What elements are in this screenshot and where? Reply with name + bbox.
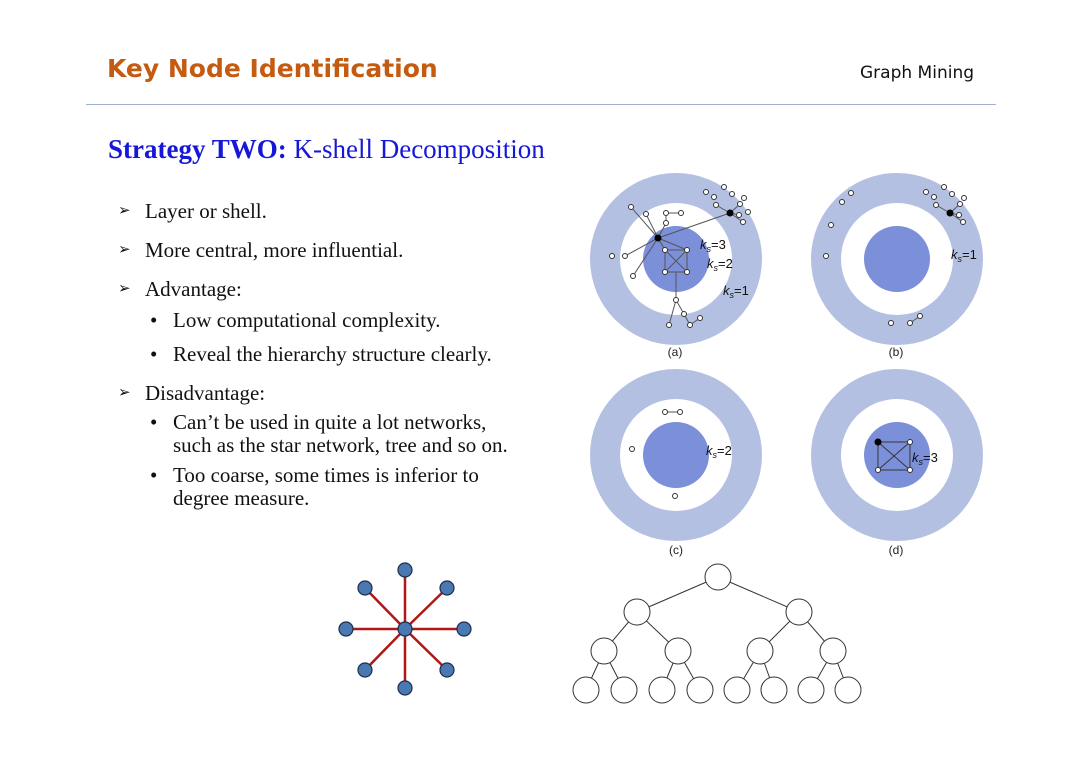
core-shell xyxy=(643,422,709,488)
tree-leaf-node xyxy=(572,676,600,704)
panel-b: ks=1 (b) xyxy=(811,173,983,359)
bullet-text: Layer or shell. xyxy=(145,199,267,223)
tree-leaf-node xyxy=(723,676,751,704)
bullet-text: Advantage: xyxy=(145,277,242,301)
panel-a-label: (a) xyxy=(668,345,683,359)
subtitle-method: K-shell Decomposition xyxy=(286,134,545,164)
core-shell xyxy=(864,226,930,292)
panel-d-label: (d) xyxy=(889,543,904,557)
tree-leaf-node xyxy=(760,676,788,704)
graph-nodes-a xyxy=(609,184,751,328)
tree-leaf-node xyxy=(648,676,676,704)
ks3-label: ks=3 xyxy=(912,450,938,467)
tree-node xyxy=(746,637,774,665)
section-subtitle: Strategy TWO: K-shell Decomposition xyxy=(108,134,545,165)
bullet-text: Reveal the hierarchy structure clearly. xyxy=(173,342,492,366)
sub-bullet-hierarchy: • Reveal the hierarchy structure clearly. xyxy=(118,341,508,368)
tree-leaf-node xyxy=(834,676,862,704)
arrow-bullet-icon: ➢ xyxy=(118,242,131,258)
ks1-label: ks=1 xyxy=(951,247,977,264)
graph-nodes-b xyxy=(823,184,967,326)
star-leaf-node xyxy=(357,580,373,596)
ks2-label: ks=2 xyxy=(707,256,733,273)
sub-bullet-star-network: • Can’t be used in quite a lot networks,s… xyxy=(118,411,508,457)
dot-bullet-icon: • xyxy=(150,410,158,434)
star-leaf-node xyxy=(357,662,373,678)
slide-title: Key Node Identification xyxy=(107,54,438,83)
bullet-text: Low computational complexity. xyxy=(173,308,441,332)
tree-nodes xyxy=(572,563,862,704)
arrow-bullet-icon: ➢ xyxy=(118,281,131,297)
bullet-text-continued: degree measure. xyxy=(173,486,310,510)
header-divider xyxy=(86,104,996,105)
tree-node xyxy=(785,598,813,626)
tree-node xyxy=(664,637,692,665)
panel-a: ks=3 ks=2 ks=1 (a) xyxy=(590,173,762,359)
star-leaf-node xyxy=(397,680,413,696)
hub-node xyxy=(654,234,662,242)
graph-nodes-c xyxy=(629,409,683,499)
star-leaf-node xyxy=(439,580,455,596)
bullet-text-continued: such as the star network, tree and so on… xyxy=(173,433,508,457)
star-center-node xyxy=(397,621,413,637)
hub-node xyxy=(726,209,734,217)
core-shell xyxy=(643,226,709,292)
tree-root-node xyxy=(704,563,732,591)
dot-bullet-icon: • xyxy=(150,342,158,366)
tree-leaf-node xyxy=(797,676,825,704)
panel-c-label: (c) xyxy=(669,543,683,557)
dot-bullet-icon: • xyxy=(150,308,158,332)
star-leaf-node xyxy=(338,621,354,637)
bullet-disadvantage: ➢ Disadvantage: xyxy=(118,380,508,407)
bullet-text: More central, more influential. xyxy=(145,238,404,262)
tree-node xyxy=(590,637,618,665)
ks1-label: ks=1 xyxy=(723,283,749,300)
star-leaf-node xyxy=(397,562,413,578)
graph-edges-d xyxy=(877,441,911,471)
tree-leaf-node xyxy=(686,676,714,704)
hub-node xyxy=(874,438,882,446)
tree-node xyxy=(819,637,847,665)
arrow-bullet-icon: ➢ xyxy=(118,203,131,219)
bullet-central: ➢ More central, more influential. xyxy=(118,237,508,264)
bullet-list: ➢ Layer or shell. ➢ More central, more inf… xyxy=(118,198,508,512)
course-topic: Graph Mining xyxy=(860,63,975,83)
tree-edges xyxy=(585,576,849,691)
star-edges xyxy=(346,570,464,688)
subtitle-strategy: Strategy TWO: xyxy=(108,134,287,164)
bullet-text: Can’t be used in quite a lot networks, xyxy=(173,410,487,434)
tree-leaf-node xyxy=(610,676,638,704)
hub-node xyxy=(946,209,954,217)
bullet-advantage: ➢ Advantage: xyxy=(118,276,508,303)
dot-bullet-icon: • xyxy=(150,463,158,487)
bullet-layer: ➢ Layer or shell. xyxy=(118,198,508,225)
bullet-text: Disadvantage: xyxy=(145,381,266,405)
panel-c: ks=2 (c) xyxy=(590,369,762,557)
star-leaf-node xyxy=(439,662,455,678)
star-leaf-node xyxy=(456,621,472,637)
star-nodes xyxy=(338,562,472,696)
ks3-label: ks=3 xyxy=(700,237,726,254)
arrow-bullet-icon: ➢ xyxy=(118,385,131,401)
tree-node xyxy=(623,598,651,626)
ks2-label: ks=2 xyxy=(706,443,732,460)
graph-nodes-d xyxy=(875,439,913,473)
bullet-text: Too coarse, some times is inferior to xyxy=(173,463,479,487)
panel-d: ks=3 (d) xyxy=(811,369,983,557)
panel-b-label: (b) xyxy=(889,345,904,359)
sub-bullet-complexity: • Low computational complexity. xyxy=(118,307,508,334)
